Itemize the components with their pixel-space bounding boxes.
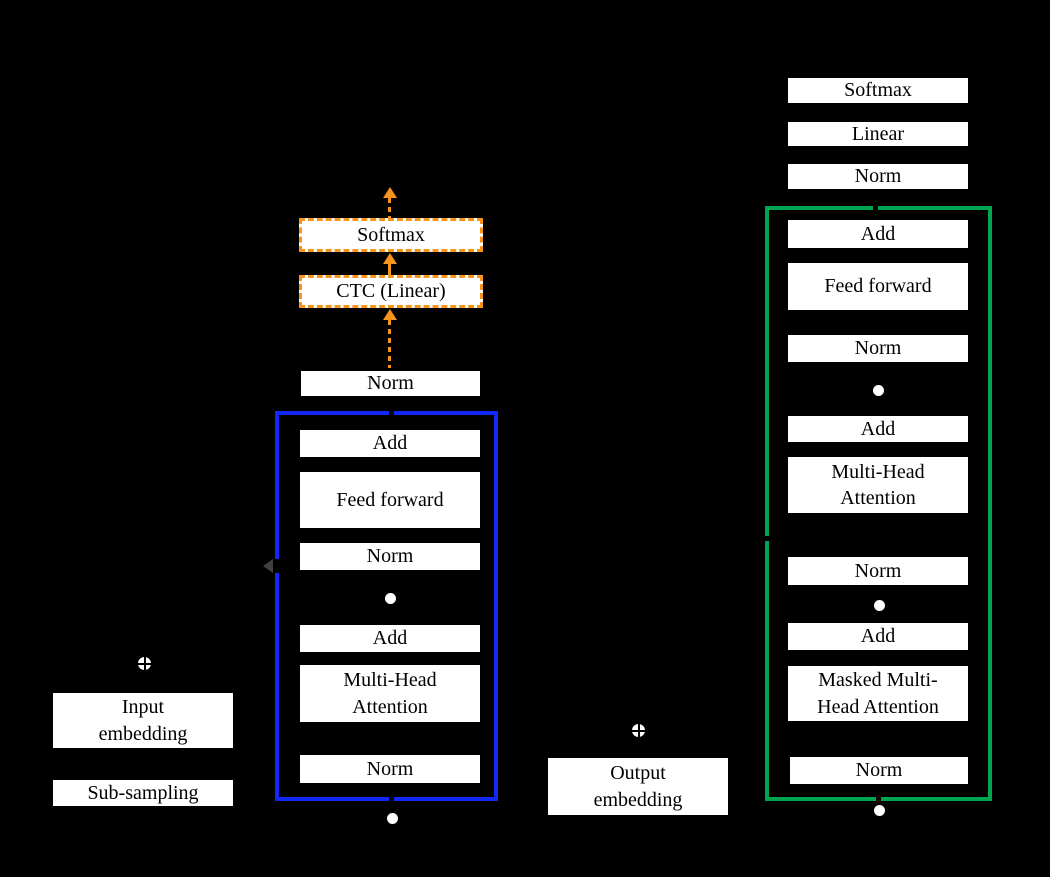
encoder-add-ff-box: Add [300, 430, 480, 457]
connector-notch-decoder-top [873, 201, 878, 214]
decoder-src-norm-box: Norm [788, 557, 968, 585]
encoder-final-norm-box: Norm [301, 371, 480, 396]
decoder-masked-multi-head-attention-box: Masked Multi- Head Attention [788, 666, 968, 721]
ctc-softmax-arrow-stem [388, 262, 391, 275]
decoder-add-ff-box: Add [788, 220, 968, 248]
output-embedding-box: Output embedding [548, 758, 728, 815]
encoder-repeat-dot-icon [387, 813, 398, 824]
decoder-repeat-dot-icon [874, 805, 885, 816]
encoder-stack-ellipsis-dot-icon [385, 593, 396, 604]
decoder-norm-mid-box: Norm [788, 335, 968, 362]
decoder-positional-add-icon [632, 724, 645, 737]
encoder-frame [275, 411, 498, 801]
ctc-output-arrow-stem [388, 198, 391, 218]
ctc-linear-box: CTC (Linear) [299, 275, 483, 308]
ctc-softmax-arrowhead-icon [383, 253, 397, 264]
encoder-positional-add-icon [138, 657, 151, 670]
decoder-multi-head-attention-box: Multi-Head Attention [788, 457, 968, 513]
ctc-softmax-box: Softmax [299, 218, 483, 252]
decoder-add-src-attn-box: Add [788, 416, 968, 442]
encoder-norm-mid-box: Norm [300, 543, 480, 570]
connector-notch-encoder-top [389, 406, 394, 419]
decoder-ellipsis-top-dot-icon [873, 385, 884, 396]
connector-notch-decoder-bottom [876, 793, 881, 806]
decoder-softmax-box: Softmax [788, 78, 968, 103]
encoder-multi-head-attention-box: Multi-Head Attention [300, 665, 480, 722]
encoder-feed-forward-box: Feed forward [300, 472, 480, 528]
sub-sampling-box: Sub-sampling [53, 780, 233, 806]
input-embedding-box: Input embedding [53, 693, 233, 748]
connector-notch-decoder-left [761, 536, 773, 541]
decoder-ellipsis-bottom-dot-icon [874, 600, 885, 611]
decoder-linear-box: Linear [788, 122, 968, 146]
ctc-input-arrowhead-icon [383, 309, 397, 320]
encoder-output-arrowhead-icon [263, 559, 273, 573]
connector-notch-encoder-left [272, 559, 280, 573]
ctc-input-arrow-stem [388, 320, 391, 368]
encoder-add-attn-box: Add [300, 625, 480, 652]
ctc-output-arrowhead-icon [383, 187, 397, 198]
decoder-output-norm-box: Norm [788, 164, 968, 189]
encoder-input-norm-box: Norm [300, 755, 480, 783]
decoder-feed-forward-box: Feed forward [788, 263, 968, 310]
connector-notch-encoder-bottom [389, 793, 394, 806]
decoder-input-norm-box: Norm [790, 757, 968, 784]
decoder-add-self-attn-box: Add [788, 623, 968, 650]
